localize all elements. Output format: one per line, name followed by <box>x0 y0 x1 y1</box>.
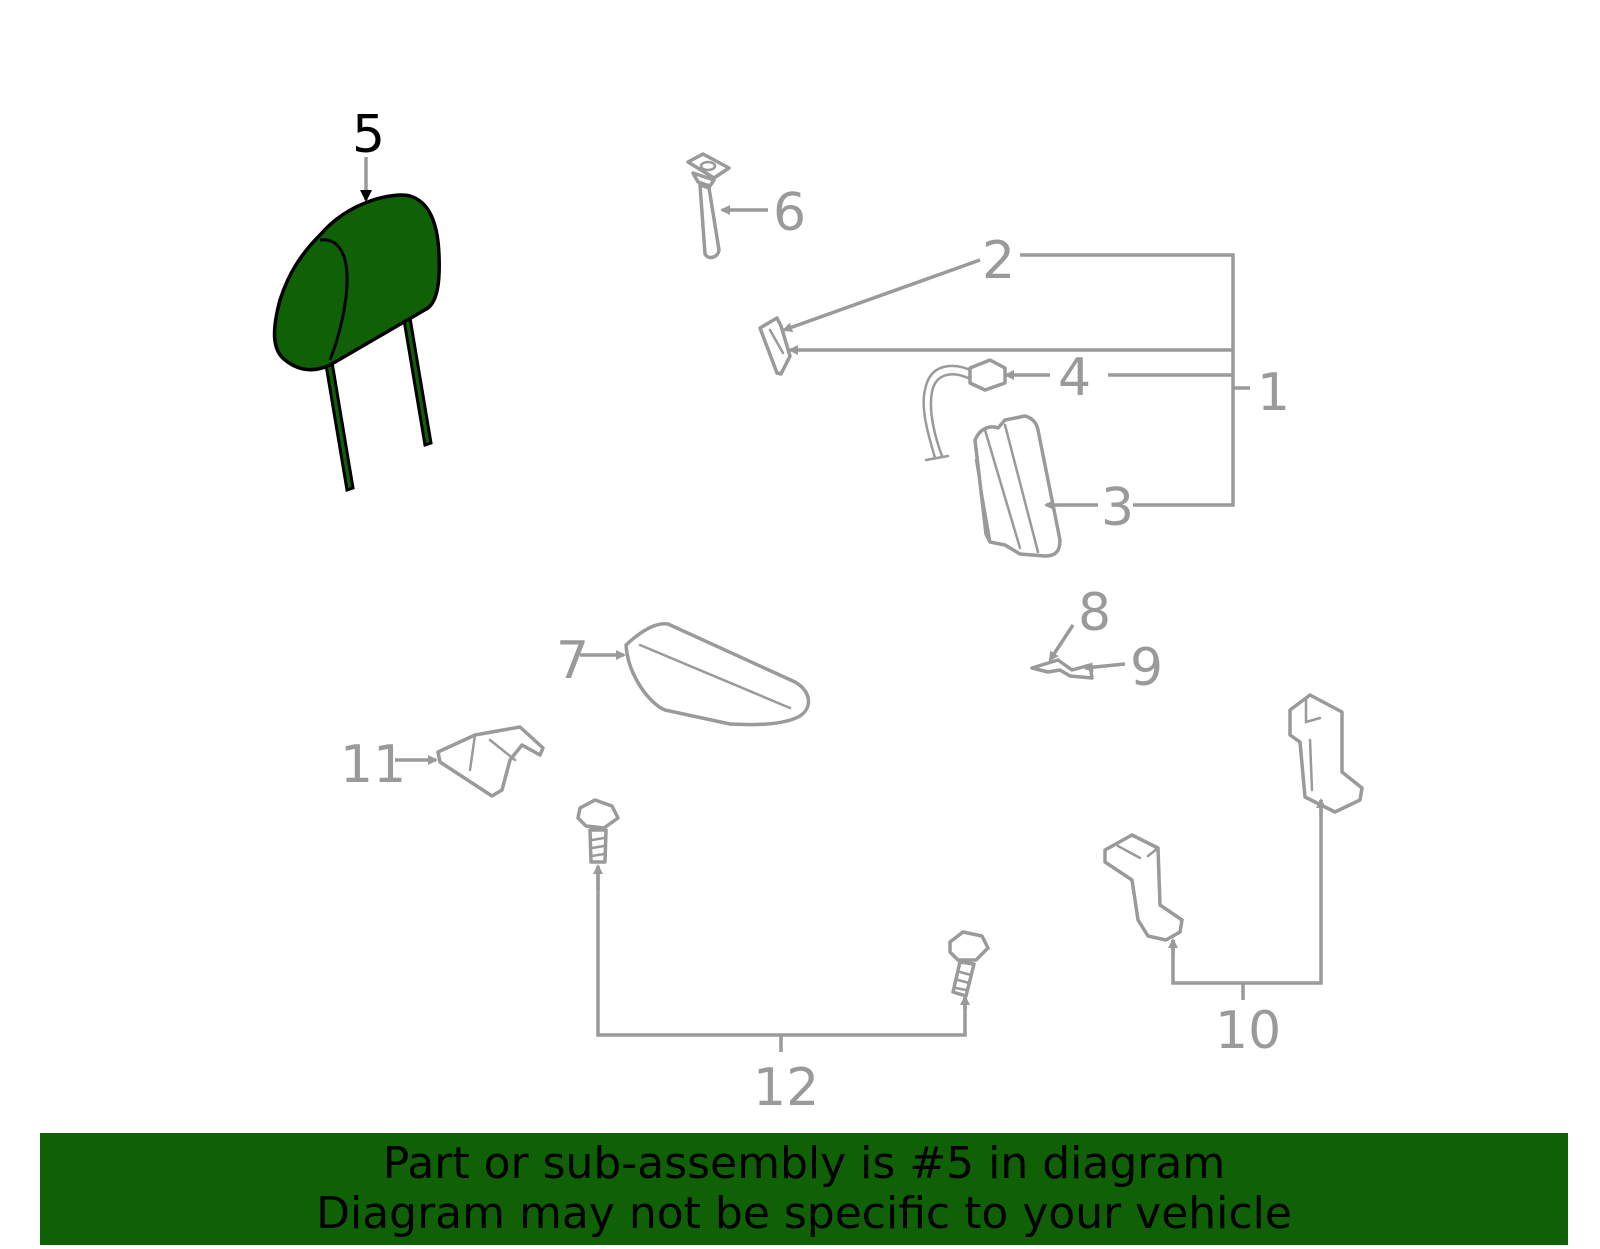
callout-1[interactable]: 1 <box>1257 363 1290 423</box>
clip-part-8-9[interactable] <box>1030 658 1094 680</box>
headrest-post-right <box>402 316 433 447</box>
leader-9 <box>1083 662 1126 673</box>
bolt-part-12b[interactable] <box>948 930 990 998</box>
harness-part-4[interactable] <box>922 358 1007 462</box>
guide-part-6[interactable] <box>686 152 731 260</box>
callout-5[interactable]: 5 <box>352 105 385 165</box>
callout-4[interactable]: 4 <box>1058 348 1091 408</box>
airbag-part-3[interactable] <box>973 414 1062 558</box>
banner-line-2: Diagram may not be specific to your vehi… <box>316 1188 1292 1239</box>
hook-part-10b[interactable] <box>1288 693 1364 814</box>
callout-9[interactable]: 9 <box>1130 638 1163 698</box>
callout-3[interactable]: 3 <box>1101 478 1134 538</box>
callout-12[interactable]: 12 <box>753 1058 819 1118</box>
bracket-1 <box>1020 253 1235 507</box>
info-banner: Part or sub-assembly is #5 in diagram Di… <box>40 1133 1568 1245</box>
leader-8 <box>1048 624 1075 662</box>
bracket-12 <box>596 866 967 1037</box>
headrest-cushion <box>272 193 441 372</box>
callout-11[interactable]: 11 <box>340 735 406 795</box>
bracket-10 <box>1171 800 1323 985</box>
hook-part-10a[interactable] <box>1103 833 1184 942</box>
callout-10[interactable]: 10 <box>1215 1001 1281 1061</box>
headrest-post-left <box>324 359 355 492</box>
headrest-part-5[interactable] <box>272 193 441 492</box>
headrest-side-panel <box>319 238 349 361</box>
callout-8[interactable]: 8 <box>1078 583 1111 643</box>
clip-part-2[interactable] <box>758 316 792 376</box>
bolt-part-12a[interactable] <box>576 798 620 864</box>
callout-6[interactable]: 6 <box>773 183 806 243</box>
leader-2 <box>782 258 981 333</box>
callout-2[interactable]: 2 <box>982 231 1015 291</box>
pad-part-7[interactable] <box>624 622 811 727</box>
callout-7[interactable]: 7 <box>556 631 589 691</box>
bracket-part-11[interactable] <box>436 725 545 798</box>
banner-line-1: Part or sub-assembly is #5 in diagram <box>382 1138 1226 1189</box>
